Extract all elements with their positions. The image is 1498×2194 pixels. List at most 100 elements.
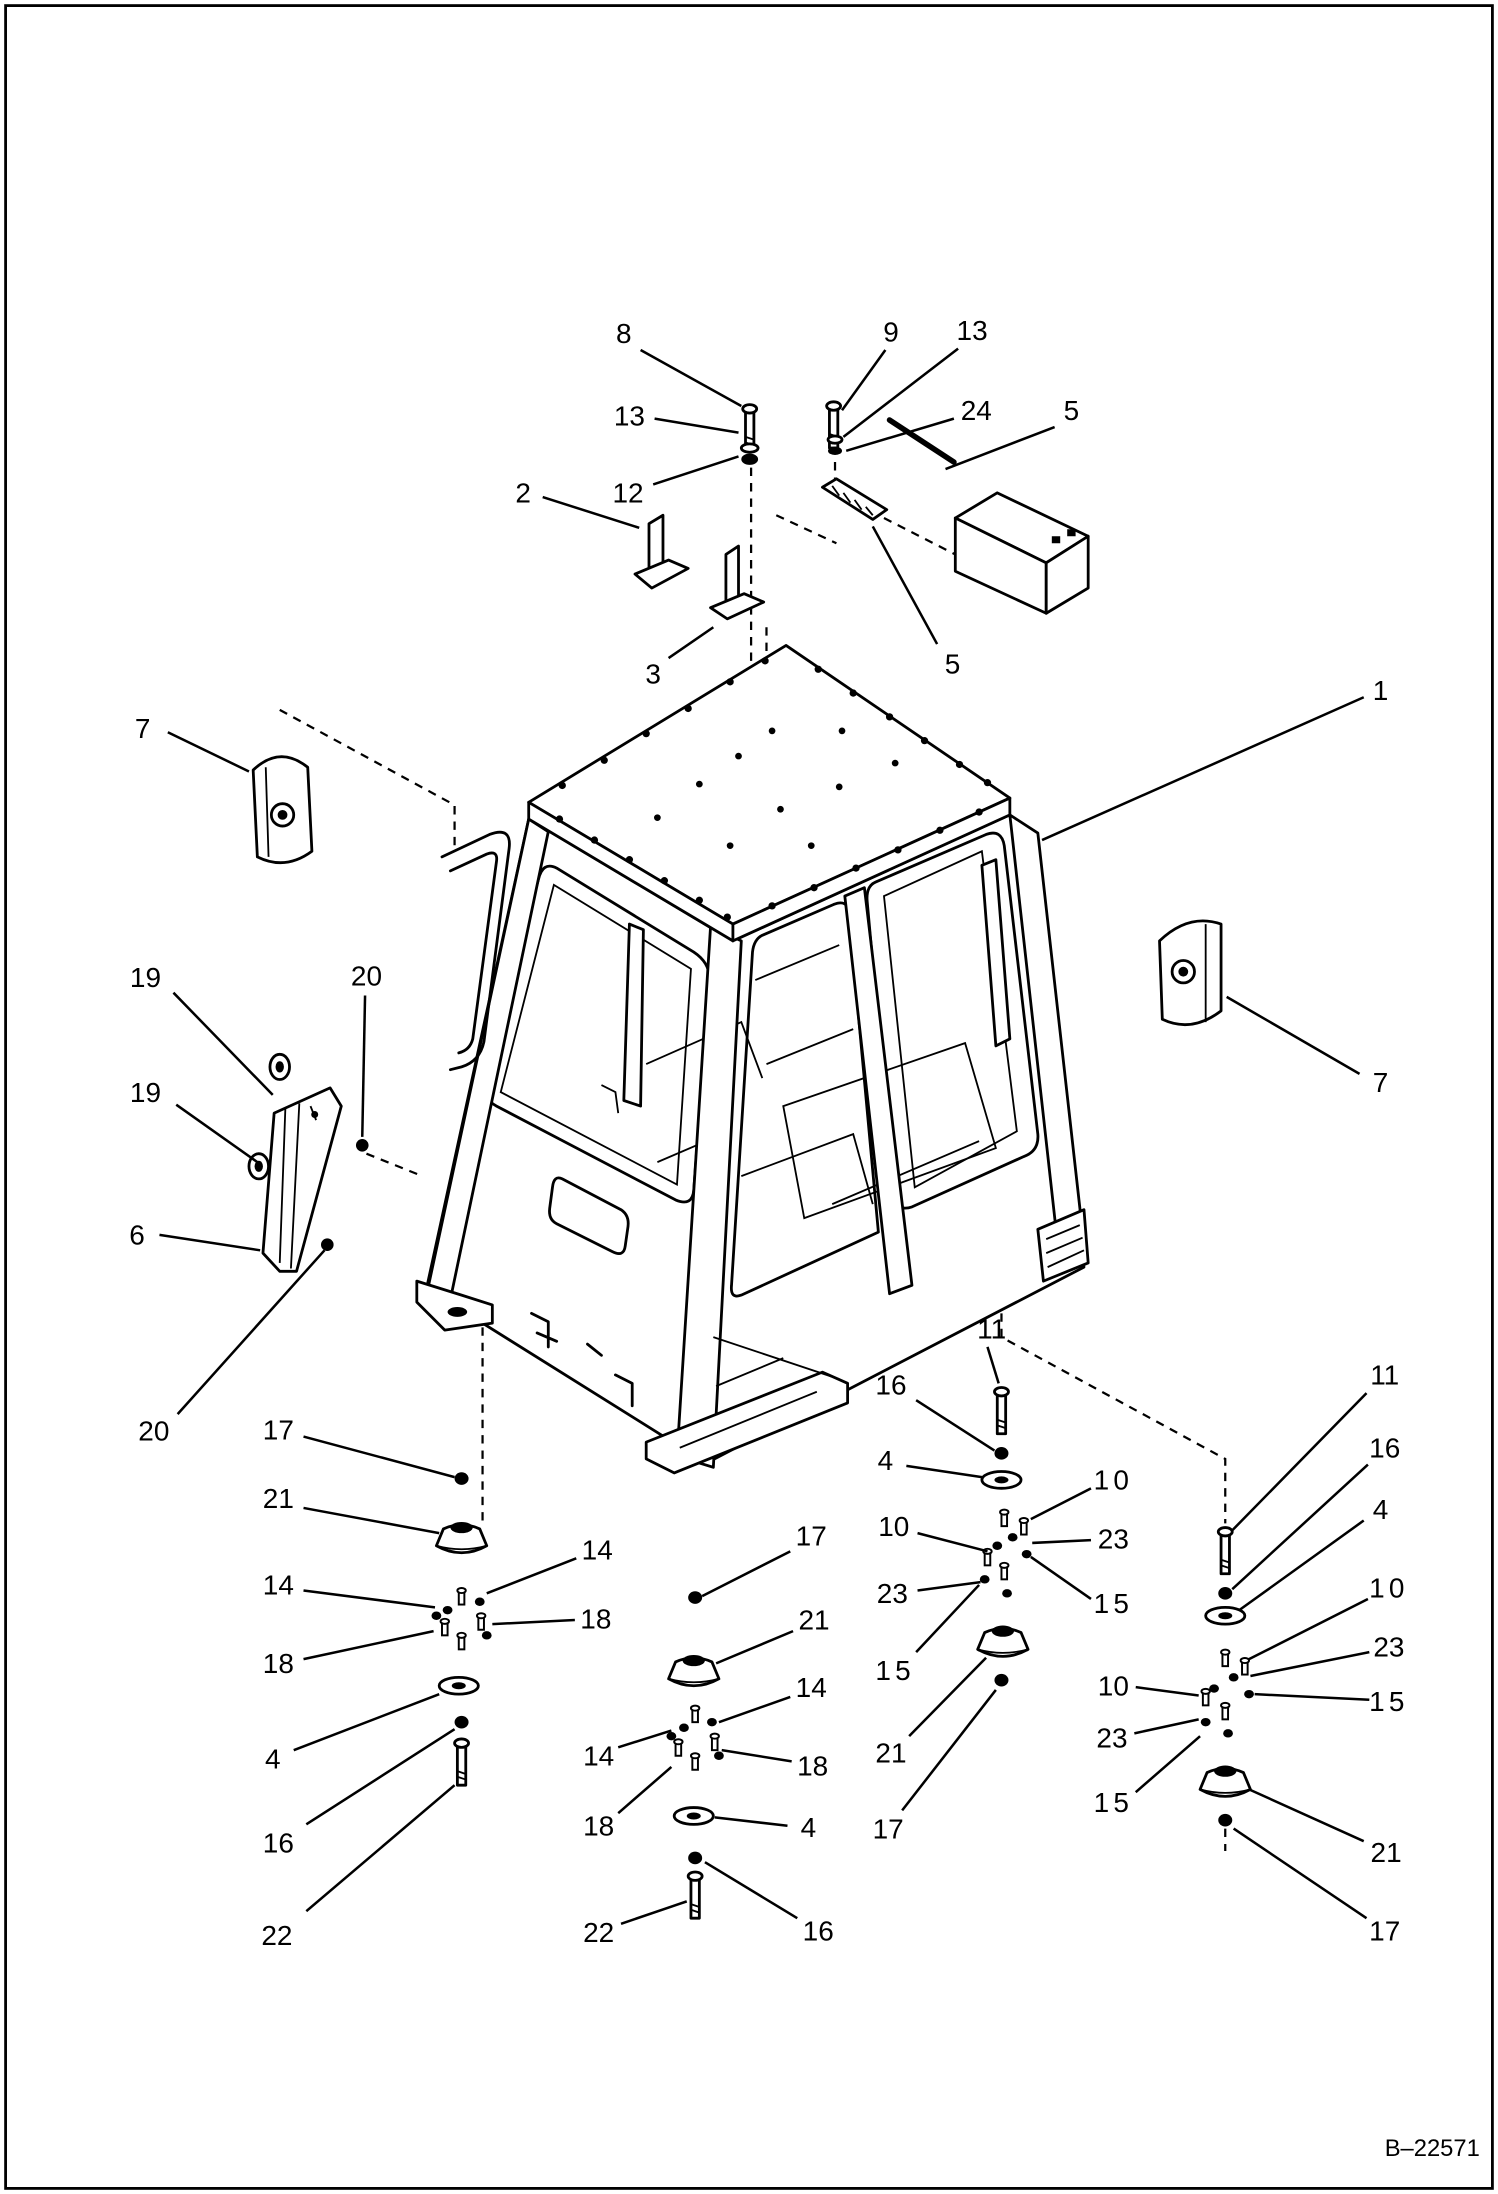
- roof-bolt: [768, 727, 776, 735]
- callout-label: 11: [977, 1314, 1006, 1345]
- roof-bolt: [768, 902, 776, 910]
- callout-label: 4: [265, 1743, 281, 1774]
- cab-door-opening-inner: [883, 849, 1018, 1189]
- bolt-10: [999, 1508, 1010, 1528]
- nut-15: [1002, 1589, 1012, 1598]
- roof-bolt: [894, 846, 902, 854]
- bolt-18: [475, 1612, 487, 1631]
- bolt-11: [1216, 1526, 1234, 1576]
- nut-15: [1200, 1717, 1211, 1727]
- callout-label: 13: [957, 315, 988, 346]
- roof-bolt: [891, 759, 899, 767]
- leader-line: [840, 349, 887, 411]
- spacer-19-upper-hole: [275, 1061, 284, 1073]
- callout-label: 10: [1094, 1465, 1133, 1496]
- washer-4: [437, 1675, 480, 1696]
- nut-18: [431, 1611, 442, 1620]
- leader-line: [718, 1695, 791, 1724]
- leader-line: [1226, 995, 1361, 1075]
- roof-bolt: [695, 896, 703, 904]
- callout-label: 9: [883, 317, 899, 348]
- dashed-line-right-mount: [1000, 1220, 1227, 1524]
- leader-line: [652, 455, 739, 486]
- callout-label: 11: [1370, 1360, 1399, 1391]
- callout-label: 14: [582, 1535, 613, 1566]
- nut-16: [994, 1447, 1009, 1460]
- leader-line: [1238, 1519, 1365, 1612]
- bolt-18: [673, 1738, 684, 1757]
- leader-line: [1032, 1538, 1092, 1545]
- washer-23: [992, 1541, 1003, 1550]
- leader-line: [639, 348, 742, 408]
- callout-label: 3: [645, 658, 661, 689]
- bracket-6: [261, 1086, 343, 1273]
- callout-label: 21: [263, 1483, 294, 1514]
- bracket-3-base: [709, 592, 766, 621]
- nut-15: [979, 1575, 990, 1584]
- nut-17: [454, 1472, 469, 1485]
- leader-line: [303, 1506, 440, 1535]
- callout-label: 6: [129, 1220, 145, 1251]
- leader-line: [617, 1766, 673, 1815]
- leader-line: [293, 1692, 440, 1752]
- leader-line: [871, 525, 939, 645]
- bracket-3: [709, 544, 766, 621]
- callout-label: 7: [135, 713, 151, 744]
- bolt-18: [709, 1732, 720, 1752]
- callout-label: 5: [945, 648, 961, 679]
- leader-line: [701, 1550, 791, 1598]
- cab-door-front-post: [843, 886, 914, 1296]
- leader-line: [667, 626, 715, 660]
- leader-line: [917, 1580, 981, 1592]
- washer-12: [741, 453, 759, 465]
- page-border: [4, 4, 1494, 2190]
- nut-18: [714, 1751, 724, 1760]
- cover-7-right: [1158, 919, 1223, 1026]
- roof-bolt: [975, 808, 983, 816]
- leader-line: [915, 1584, 981, 1654]
- roof-bolt: [955, 760, 964, 769]
- roof-bolt: [761, 657, 769, 665]
- roof-bolt: [590, 836, 599, 844]
- callout-label: 15: [875, 1655, 914, 1686]
- leader-line: [1134, 1735, 1201, 1794]
- nut-20-upper: [355, 1139, 369, 1152]
- callout-label: 21: [798, 1605, 829, 1636]
- nut-18: [481, 1631, 492, 1640]
- washer-4: [980, 1470, 1023, 1490]
- isolator-21: [976, 1624, 1030, 1658]
- washer-23: [1209, 1684, 1219, 1693]
- nut-17: [994, 1673, 1009, 1687]
- holddown-rod-5: [886, 417, 957, 465]
- roof-bolt: [726, 678, 734, 686]
- roof-bolt: [600, 756, 608, 764]
- nut-16: [688, 1851, 703, 1865]
- callout-label: 10: [878, 1511, 909, 1542]
- leader-line: [901, 1689, 997, 1812]
- holddown-bar-5: [821, 477, 889, 521]
- leader-line: [1248, 1597, 1369, 1661]
- bracket-6-body: [261, 1086, 343, 1273]
- callout-label: 16: [263, 1827, 294, 1858]
- cab-left-mount-pad: [415, 1279, 494, 1332]
- callout-label: 10: [1098, 1671, 1129, 1702]
- top-mounting-parts: [633, 400, 1090, 621]
- leader-line: [721, 1748, 792, 1763]
- leader-line: [917, 1531, 988, 1553]
- bolt-14: [456, 1587, 467, 1606]
- roof-bolt: [810, 884, 818, 892]
- roof-bolt: [835, 783, 843, 791]
- spacer-19-lower-hole: [254, 1160, 263, 1172]
- side-parts: [247, 755, 1223, 1273]
- roof-bolt: [726, 842, 734, 850]
- nut-14: [679, 1723, 689, 1732]
- leader-line: [303, 1435, 455, 1479]
- nut-18: [666, 1731, 677, 1741]
- cab-window-strip: [622, 922, 645, 1108]
- cab-door-strut: [980, 858, 1012, 1048]
- leader-line: [542, 495, 640, 530]
- roof-bolt: [642, 730, 650, 738]
- callout-label: 15: [1369, 1686, 1408, 1717]
- cab-base-frame: [644, 1370, 850, 1475]
